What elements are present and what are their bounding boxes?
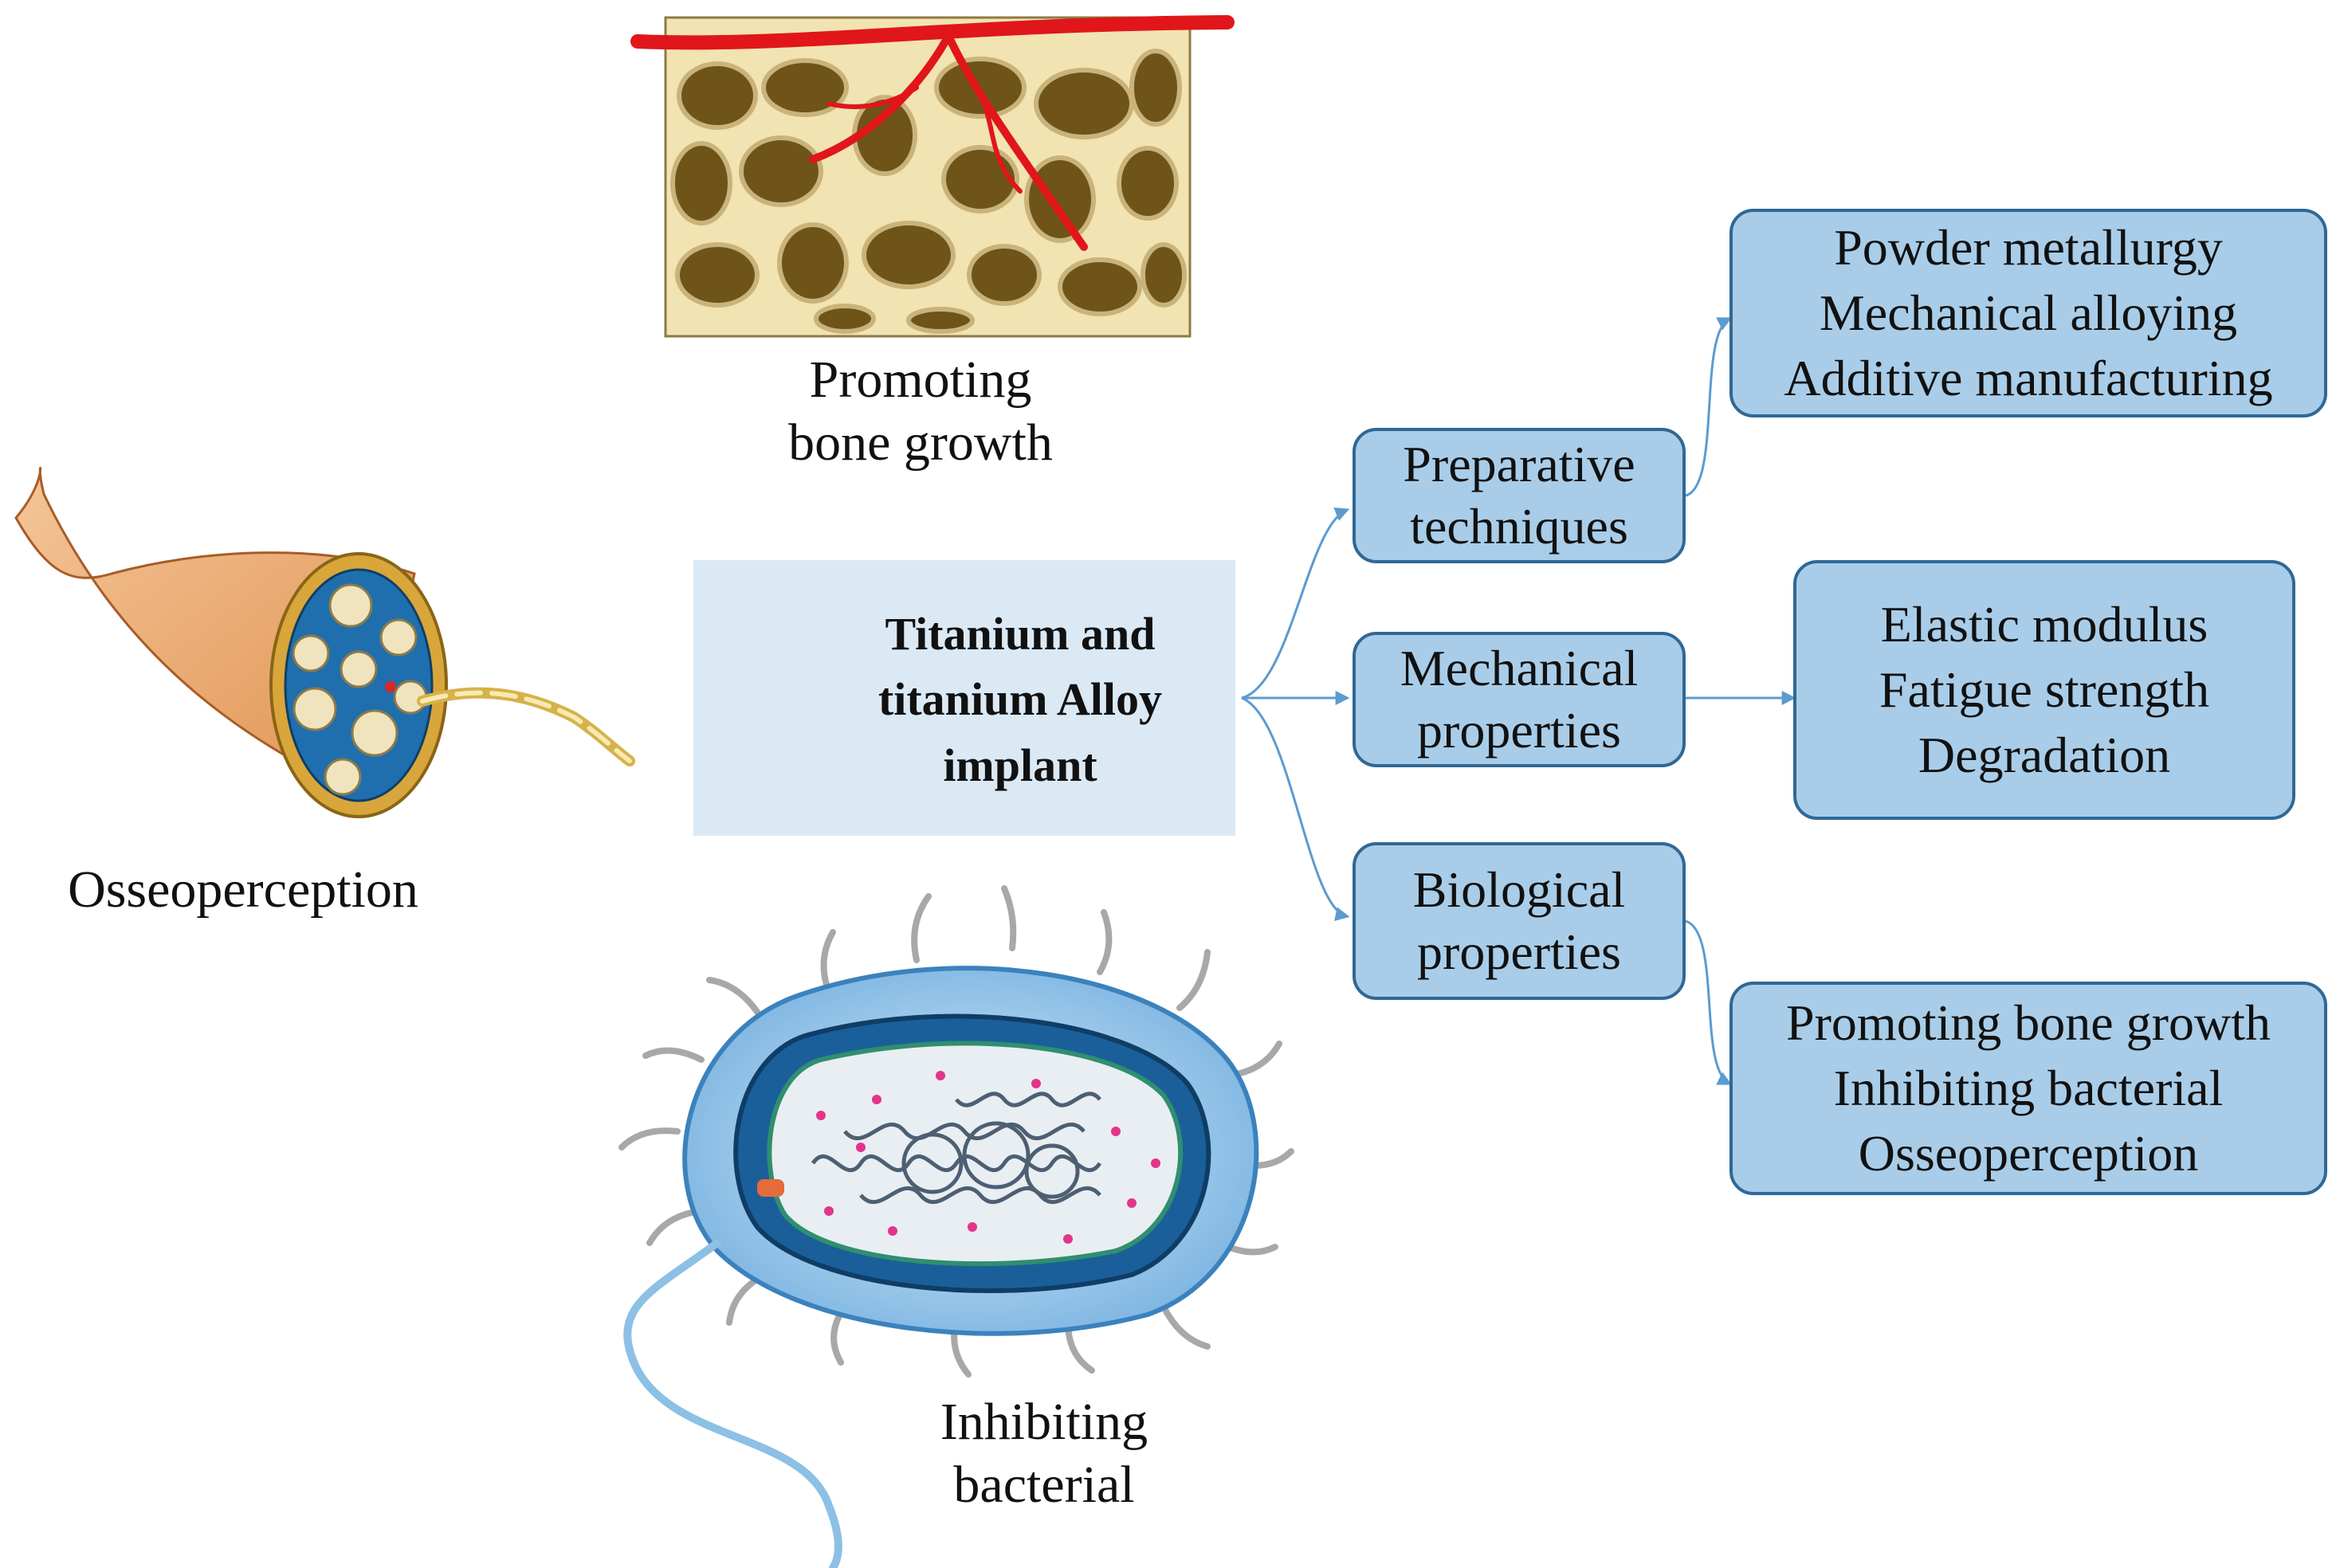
details-biological-properties: Promoting bone growth Inhibiting bacteri… — [1729, 982, 2327, 1195]
caption-inhibiting-bacterial: Inhibiting bacterial — [940, 1393, 1148, 1515]
details-mechanical-properties: Elastic modulus Fatigue strength Degrada… — [1793, 560, 2295, 820]
caption-osseoperception: Osseoperception — [68, 860, 418, 919]
connector-lines — [1241, 317, 1796, 1085]
center-node-title: Titanium and titanium Alloy implant — [877, 608, 1163, 791]
caption-promoting-bone-growth: Promoting bone growth — [788, 351, 1053, 472]
details-preparative-techniques: Powder metallurgy Mechanical alloying Ad… — [1729, 209, 2327, 417]
trabecular-bone-icon — [630, 15, 1235, 338]
bacterium-icon — [618, 885, 1294, 1568]
branch-mechanical-properties: Mechanical properties — [1353, 632, 1686, 767]
center-node — [693, 560, 1235, 836]
branch-biological-properties: Biological properties — [1353, 842, 1686, 1000]
nerve-fiber-icon — [14, 466, 635, 818]
branch-preparative-techniques: Preparative techniques — [1353, 428, 1686, 563]
